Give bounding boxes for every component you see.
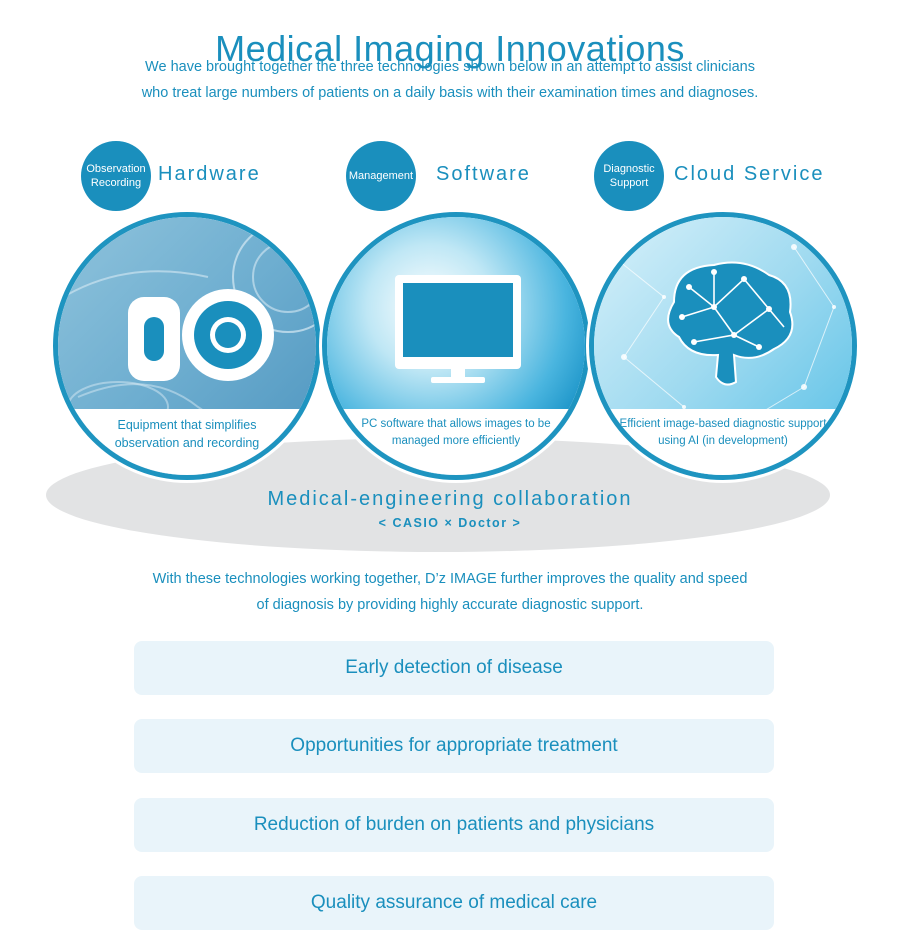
badge-line: Recording	[90, 177, 142, 189]
observation-recording-badge: Observation Recording	[81, 141, 151, 211]
collaboration-title: Medical-engineering collaboration	[267, 488, 633, 510]
caption-line: managed more efficiently	[391, 435, 521, 447]
software-label: Software	[436, 163, 531, 185]
badge-line: Support	[609, 177, 649, 189]
caption-line: Equipment that simplifies	[117, 418, 257, 432]
management-badge: Management	[346, 141, 416, 211]
intro-line: We have brought together the three techn…	[145, 59, 755, 75]
caption-line: PC software that allows images to be	[361, 418, 551, 430]
caption-line: observation and recording	[114, 436, 260, 450]
badge-line: Management	[348, 170, 414, 182]
cloud-service-label: Cloud Service	[674, 163, 825, 185]
software-caption: PC software that allows images to be man…	[327, 409, 585, 475]
caption-line: Efficient image-based diagnostic support	[619, 418, 827, 430]
hardware-label: Hardware	[158, 163, 261, 185]
benefit-item-quality-assurance: Quality assurance of medical care	[134, 876, 774, 930]
benefit-item-burden-reduction: Reduction of burden on patients and phys…	[134, 798, 774, 852]
benefit-item-appropriate-treatment: Opportunities for appropriate treatment	[134, 719, 774, 773]
benefit-item-early-detection: Early detection of disease	[134, 641, 774, 695]
page-title: Medical Imaging Innovations	[215, 28, 685, 70]
badge-line: Diagnostic	[603, 163, 655, 175]
diagnostic-support-badge: Diagnostic Support	[594, 141, 664, 211]
hardware-circle: Equipment that simplifies observation an…	[53, 212, 321, 480]
cloud-service-caption: Efficient image-based diagnostic support…	[594, 409, 852, 475]
summary-text: With these technologies working together…	[100, 566, 800, 618]
summary-line: of diagnosis by providing highly accurat…	[256, 597, 644, 613]
badge-line: Observation	[86, 163, 146, 175]
software-circle: PC software that allows images to be man…	[322, 212, 590, 480]
hardware-caption: Equipment that simplifies observation an…	[58, 409, 316, 475]
intro-line: who treat large numbers of patients on a…	[141, 85, 759, 101]
intro-text: We have brought together the three techn…	[90, 54, 810, 106]
collaboration-subtitle: < CASIO × Doctor >	[378, 516, 522, 530]
caption-line: using AI (in development)	[658, 435, 788, 447]
cloud-service-circle: Efficient image-based diagnostic support…	[589, 212, 857, 480]
summary-line: With these technologies working together…	[152, 571, 748, 587]
